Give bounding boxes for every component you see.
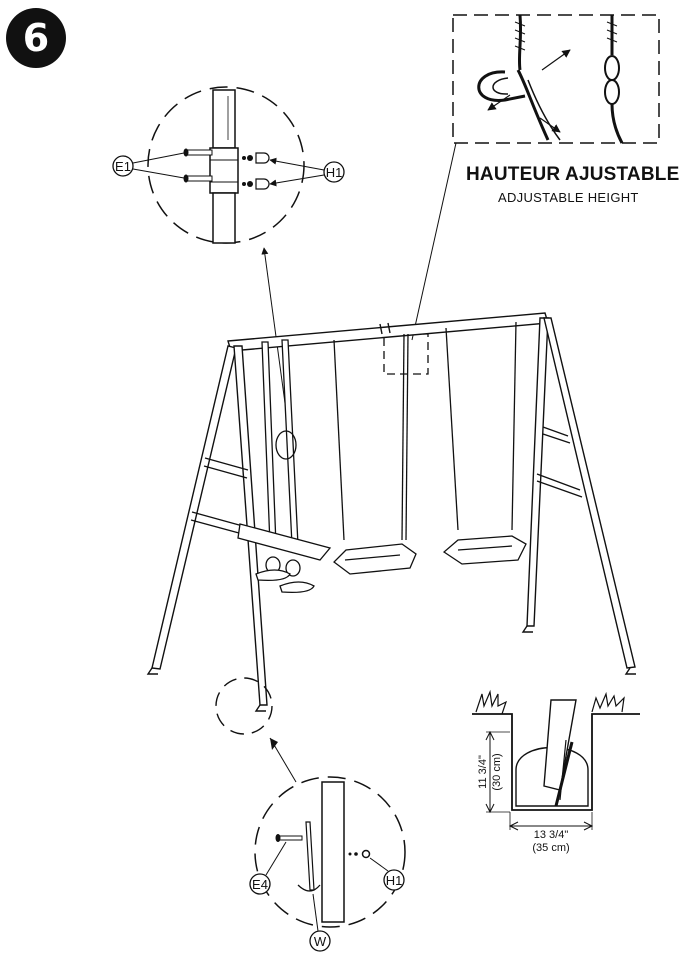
dimension-depth-in: 11 3/4" [477, 755, 489, 789]
glider-swing [237, 339, 332, 594]
label-h1-top: H1 [326, 165, 343, 180]
callout-h1-top [323, 161, 345, 183]
callout-h1-bottom [383, 869, 405, 891]
callout-e1 [112, 155, 134, 177]
label-e1: E1 [115, 159, 131, 174]
label-e4: E4 [252, 877, 268, 892]
swing-seat-middle [333, 333, 417, 575]
ground-anchor-detail [254, 776, 406, 928]
anchor-hole-section [472, 689, 640, 831]
label-w: W [314, 934, 327, 949]
label-h1-bottom: H1 [386, 873, 403, 888]
bolt-e1-top [183, 148, 213, 157]
step-number-badge: 6 [6, 8, 66, 68]
adjustable-height-detail [452, 14, 660, 144]
pole-joint-detail: E1 H1 [112, 86, 345, 244]
adjustable-height-marker [383, 333, 429, 375]
dimension-depth-cm: (30 cm) [491, 753, 503, 790]
dimension-width-cm: (35 cm) [532, 842, 569, 854]
swing-set-frame [146, 312, 636, 712]
dimension-width-in: 13 3/4" [534, 829, 569, 841]
swing-seat-right [442, 321, 527, 565]
callout-e4 [249, 873, 271, 895]
callout-w [309, 930, 331, 952]
anchor-marker [215, 677, 273, 735]
adjustable-height-title-fr: HAUTEUR AJUSTABLE [466, 164, 679, 185]
bolt-e1-bottom [183, 174, 213, 183]
cap-nuts-h1 [242, 152, 270, 190]
adjustable-height-title-en: ADJUSTABLE HEIGHT [498, 190, 639, 205]
